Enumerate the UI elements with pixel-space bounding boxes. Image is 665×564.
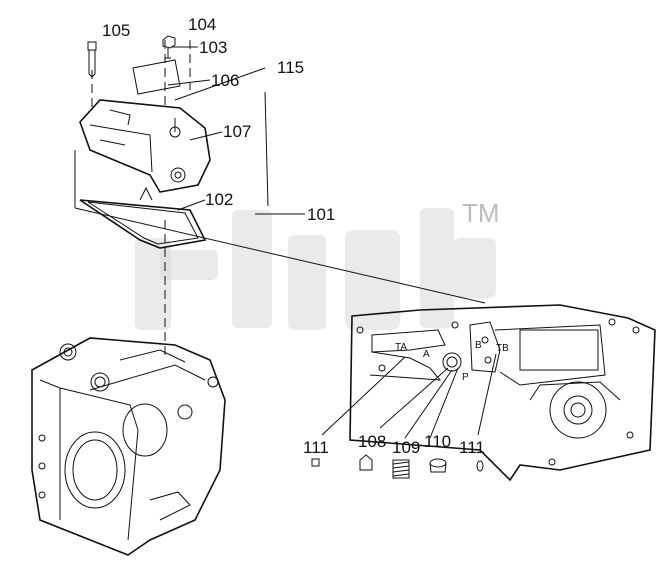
watermark-logo: TM — [135, 198, 500, 330]
callout-115: 115 — [277, 58, 304, 77]
callout-107: 107 — [223, 122, 251, 141]
callout-103: 103 — [199, 38, 227, 57]
housing — [31, 337, 226, 556]
gasket-102 — [79, 186, 207, 249]
callout-108: 108 — [358, 432, 386, 451]
callout-labels: 105 104 103 106 115 107 102 101 111 108 … — [102, 15, 485, 457]
spring-109 — [392, 459, 410, 479]
callout-102: 102 — [205, 190, 233, 209]
port-label-tb: TB — [496, 343, 509, 354]
cover-107 — [79, 99, 211, 193]
callout-104: 104 — [188, 15, 216, 34]
callout-111-right: 111 — [459, 438, 485, 457]
callout-110: 110 — [424, 432, 451, 451]
lower-leaders — [321, 353, 497, 439]
callout-106: 106 — [211, 71, 239, 90]
port-label-ta: TA — [395, 342, 407, 353]
bolt-105 — [87, 41, 97, 78]
nut-104 — [162, 35, 176, 59]
port-plate: TA A B TB P — [349, 304, 656, 482]
small-parts — [311, 454, 484, 479]
callout-101: 101 — [307, 205, 335, 224]
callout-105: 105 — [102, 21, 130, 40]
callout-109: 109 — [392, 438, 420, 457]
leader-lines — [74, 40, 486, 355]
port-label-p: P — [462, 372, 469, 383]
port-label-a: A — [423, 349, 430, 360]
watermark-tm: TM — [462, 198, 500, 228]
callout-111-left: 111 — [303, 438, 329, 457]
port-label-b: B — [475, 340, 482, 351]
plate-106 — [132, 59, 181, 95]
